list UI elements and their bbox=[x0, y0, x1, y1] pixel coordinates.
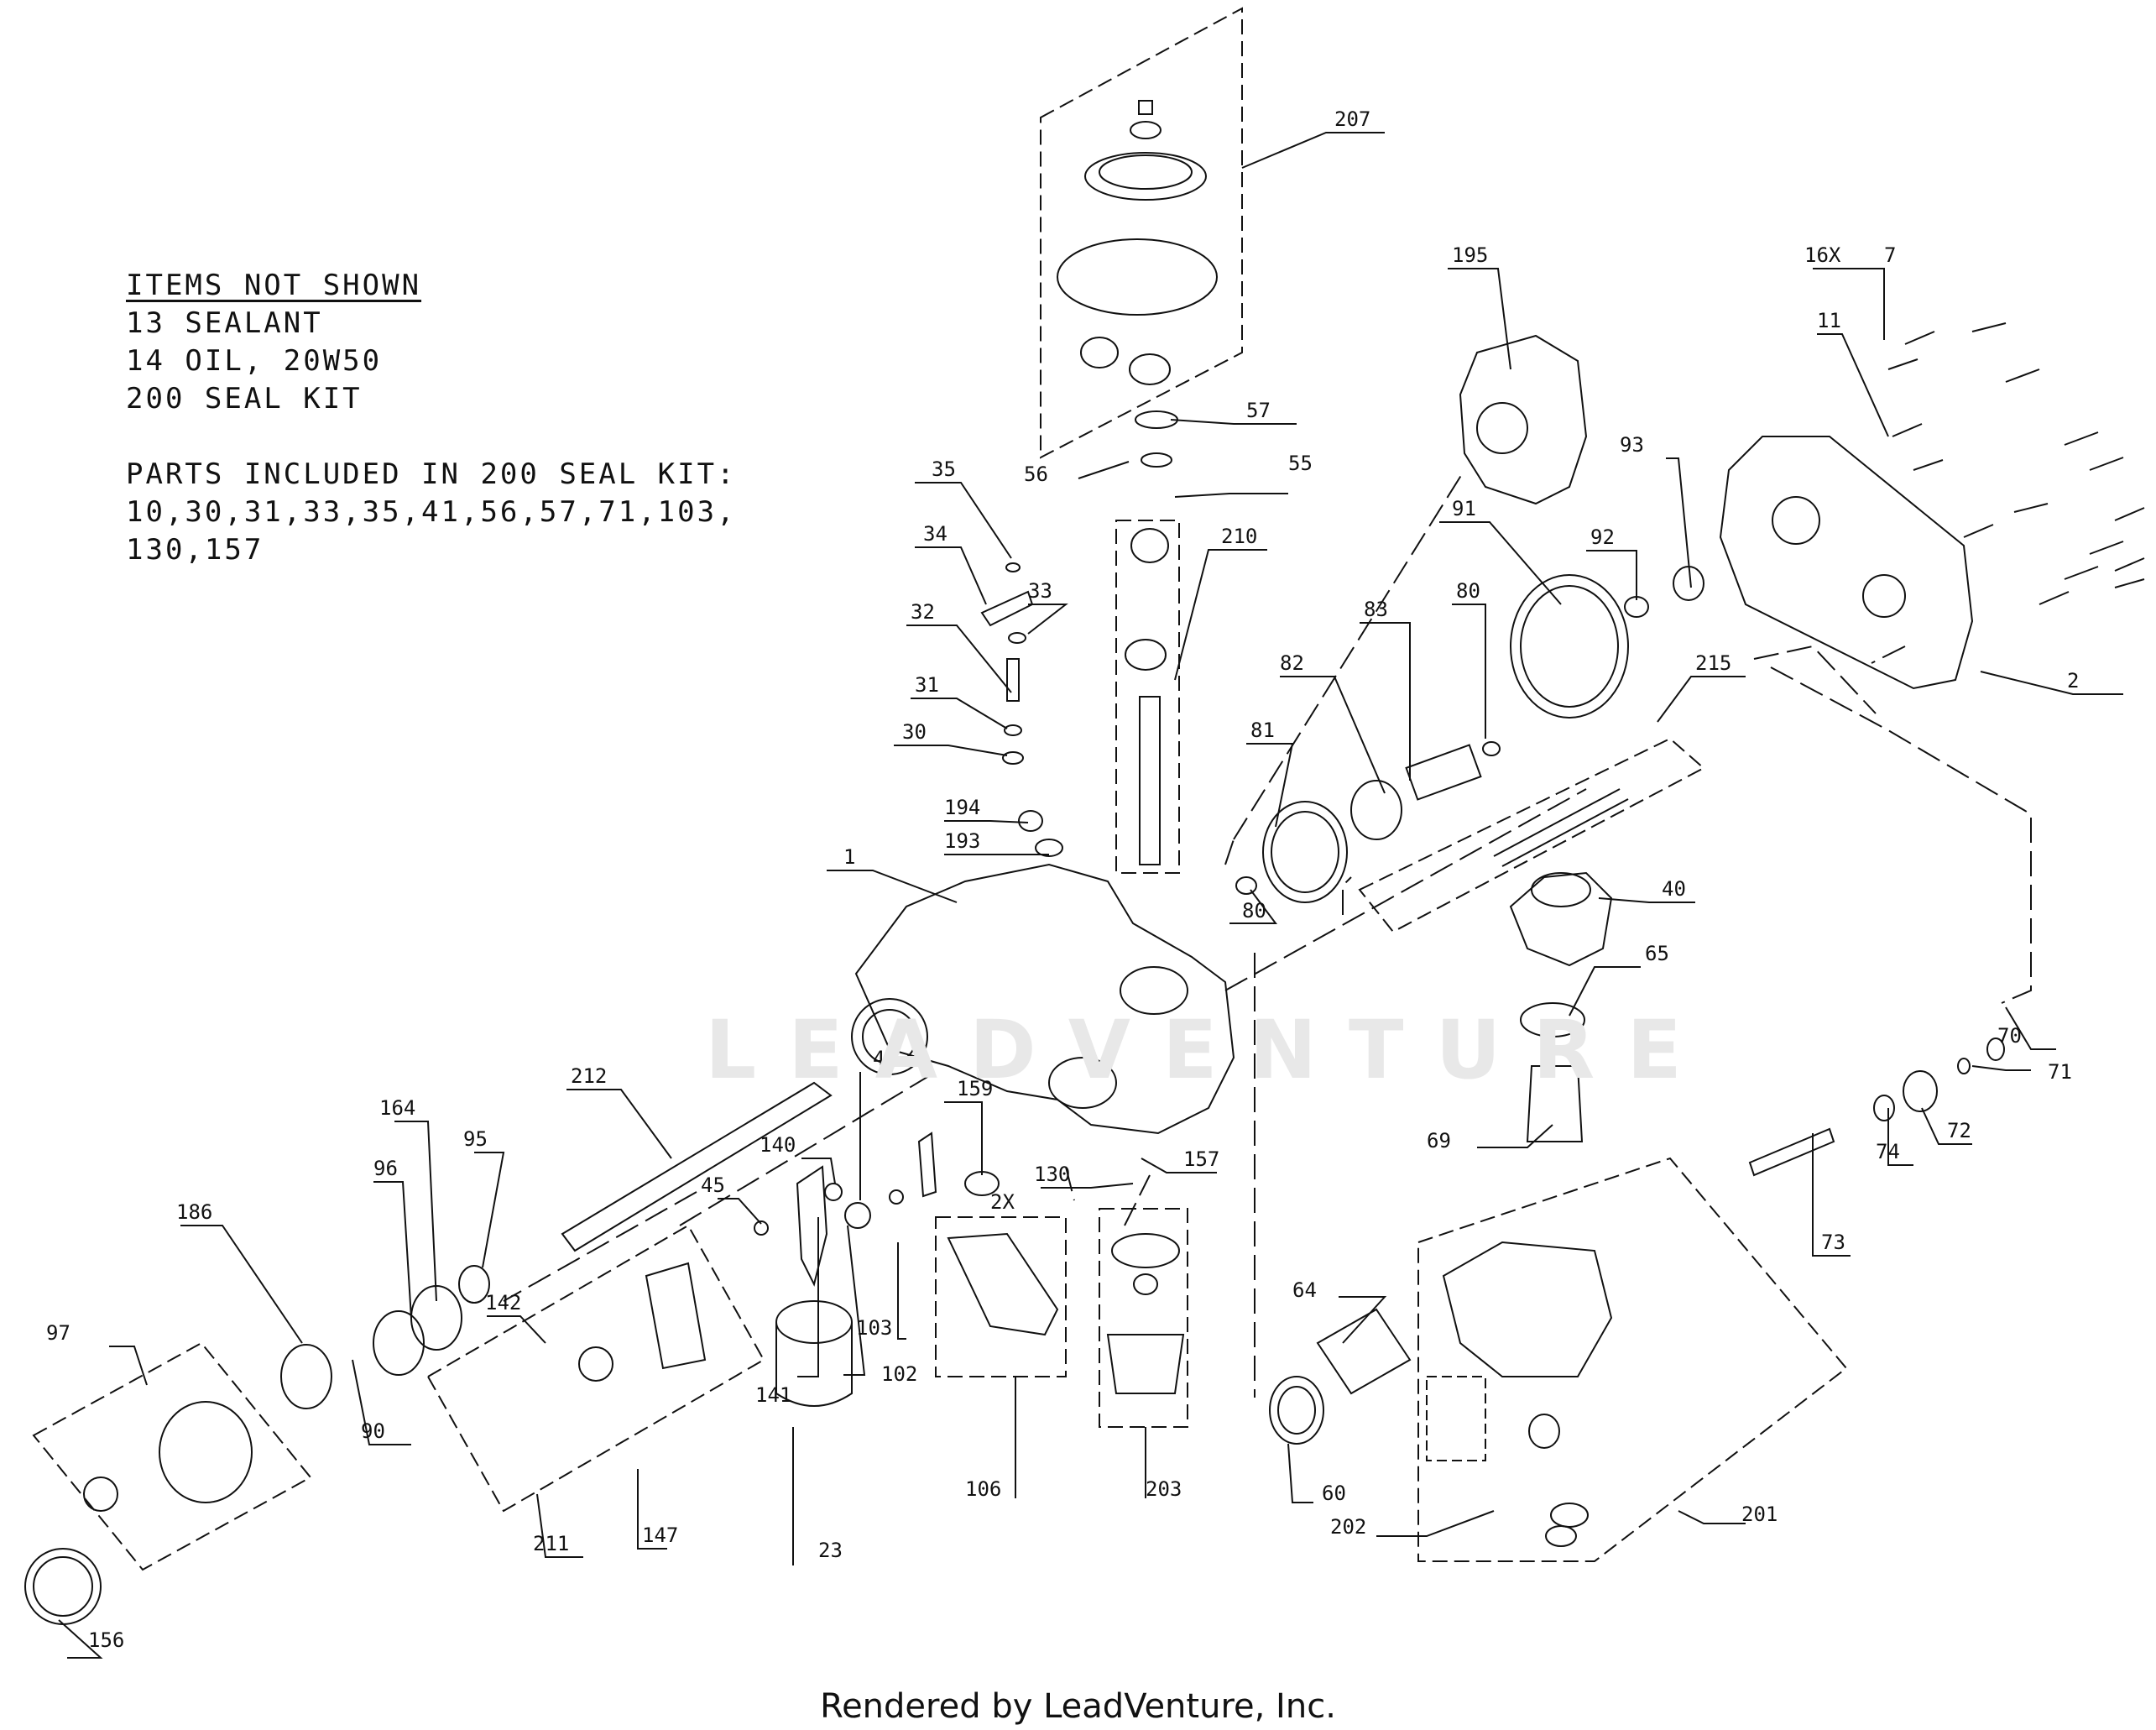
callout-16x: 16X bbox=[1804, 243, 1841, 267]
callout-102: 102 bbox=[881, 1362, 917, 1386]
callout-210: 210 bbox=[1221, 525, 1257, 548]
callout-207: 207 bbox=[1334, 107, 1370, 131]
callout-203: 203 bbox=[1146, 1477, 1182, 1501]
callout-201: 201 bbox=[1741, 1503, 1778, 1526]
callout-193: 193 bbox=[944, 829, 980, 853]
callout-73: 73 bbox=[1821, 1231, 1845, 1254]
callout-30: 30 bbox=[902, 720, 927, 744]
seal-kit-line: 130,157 bbox=[126, 533, 264, 567]
callout-147: 147 bbox=[642, 1524, 678, 1547]
callout-40: 40 bbox=[1662, 877, 1686, 901]
fan-pulley-assembly bbox=[1040, 7, 1243, 468]
callout-labels: 207 57 56 55 35 34 33 32 31 30 210 194 1… bbox=[46, 107, 2079, 1652]
callout-7: 7 bbox=[1884, 243, 1896, 267]
wheel-hub-parts bbox=[24, 1265, 490, 1625]
callout-212: 212 bbox=[571, 1064, 607, 1088]
seal-kit-title: PARTS INCLUDED IN 200 SEAL KIT: bbox=[126, 457, 737, 491]
baffle-group-106 bbox=[935, 1216, 1067, 1377]
callout-186: 186 bbox=[176, 1200, 212, 1224]
assembly-guide-lines bbox=[503, 469, 2032, 1398]
callout-157: 157 bbox=[1183, 1147, 1219, 1171]
callout-33: 33 bbox=[1028, 579, 1052, 603]
input-shaft-assembly bbox=[1115, 520, 1180, 874]
callout-81: 81 bbox=[1250, 719, 1275, 742]
callout-2: 2 bbox=[2067, 669, 2079, 693]
callout-142: 142 bbox=[485, 1291, 521, 1314]
main-housing bbox=[851, 863, 1235, 1135]
callout-11: 11 bbox=[1817, 309, 1841, 332]
bracket-group-211 bbox=[426, 1224, 765, 1513]
callout-140: 140 bbox=[760, 1133, 796, 1157]
callout-92: 92 bbox=[1590, 525, 1615, 549]
callout-1: 1 bbox=[843, 845, 855, 869]
center-housing bbox=[1459, 334, 1588, 505]
callout-35: 35 bbox=[932, 457, 956, 481]
callout-106: 106 bbox=[965, 1477, 1001, 1501]
filter-housing-group-203 bbox=[1099, 1208, 1188, 1428]
callout-215: 215 bbox=[1695, 651, 1731, 675]
callout-91: 91 bbox=[1452, 497, 1476, 520]
motor-cylinder-block bbox=[1269, 1308, 1412, 1445]
callout-90: 90 bbox=[361, 1419, 385, 1443]
callout-202: 202 bbox=[1330, 1515, 1366, 1539]
callout-95: 95 bbox=[463, 1127, 488, 1151]
callout-leaders bbox=[58, 132, 2123, 1659]
seal-kit-line: 10,30,31,33,35,41,56,57,71,103, bbox=[126, 495, 737, 529]
callout-164: 164 bbox=[379, 1096, 415, 1120]
oil-filter bbox=[775, 1300, 853, 1407]
side-cover bbox=[1719, 436, 1974, 690]
callout-194: 194 bbox=[944, 796, 980, 819]
notes-title: ITEMS NOT SHOWN bbox=[126, 269, 422, 302]
control-arm-parts bbox=[754, 1132, 1000, 1287]
callout-72: 72 bbox=[1947, 1119, 1971, 1142]
gear-set bbox=[1235, 566, 1704, 903]
callout-82: 82 bbox=[1280, 651, 1304, 675]
callout-2x: 2X bbox=[990, 1190, 1015, 1214]
callout-96: 96 bbox=[373, 1157, 398, 1180]
callout-93: 93 bbox=[1620, 433, 1644, 457]
callout-141: 141 bbox=[755, 1383, 791, 1407]
note-line: 200 SEAL KIT bbox=[126, 382, 363, 416]
callout-56: 56 bbox=[1024, 463, 1048, 486]
callout-23: 23 bbox=[818, 1539, 843, 1562]
callout-74: 74 bbox=[1876, 1140, 1900, 1163]
callout-130: 130 bbox=[1034, 1163, 1070, 1186]
callout-64: 64 bbox=[1292, 1278, 1317, 1302]
callout-80b: 80 bbox=[1242, 899, 1266, 922]
items-not-shown-notes: ITEMS NOT SHOWN 13 SEALANT 14 OIL, 20W50… bbox=[126, 267, 737, 569]
callout-103: 103 bbox=[856, 1316, 892, 1340]
callout-71: 71 bbox=[2048, 1060, 2072, 1084]
control-lever-parts bbox=[980, 562, 1063, 857]
callout-57: 57 bbox=[1246, 399, 1271, 422]
callout-65: 65 bbox=[1645, 942, 1669, 965]
note-line: 14 OIL, 20W50 bbox=[126, 344, 383, 378]
callout-60: 60 bbox=[1322, 1482, 1346, 1505]
callout-70: 70 bbox=[1997, 1024, 2022, 1048]
shaft-group-215 bbox=[1358, 737, 1705, 933]
callout-97: 97 bbox=[46, 1321, 70, 1345]
callout-69: 69 bbox=[1427, 1129, 1451, 1152]
callout-32: 32 bbox=[911, 600, 935, 624]
note-line: 13 SEALANT bbox=[126, 306, 323, 340]
pump-body bbox=[1509, 871, 1613, 1142]
callout-83: 83 bbox=[1364, 598, 1388, 621]
callout-195: 195 bbox=[1452, 243, 1488, 267]
callout-80: 80 bbox=[1456, 579, 1480, 603]
callout-31: 31 bbox=[915, 673, 939, 697]
cover-bolts bbox=[1887, 322, 2145, 605]
callout-55: 55 bbox=[1288, 452, 1313, 475]
callout-41: 41 bbox=[873, 1047, 897, 1070]
callout-45: 45 bbox=[701, 1173, 725, 1197]
axle-shaft bbox=[561, 1081, 833, 1252]
callout-156: 156 bbox=[88, 1628, 124, 1652]
watermark: LEADVENTURE bbox=[705, 1003, 1714, 1097]
footer-credit: Rendered by LeadVenture, Inc. bbox=[820, 1687, 1336, 1726]
center-section-group-201 bbox=[1417, 1157, 1848, 1562]
callout-34: 34 bbox=[923, 522, 947, 546]
callout-159: 159 bbox=[957, 1077, 993, 1100]
callout-211: 211 bbox=[533, 1532, 569, 1555]
output-shaft bbox=[1748, 1037, 2005, 1177]
